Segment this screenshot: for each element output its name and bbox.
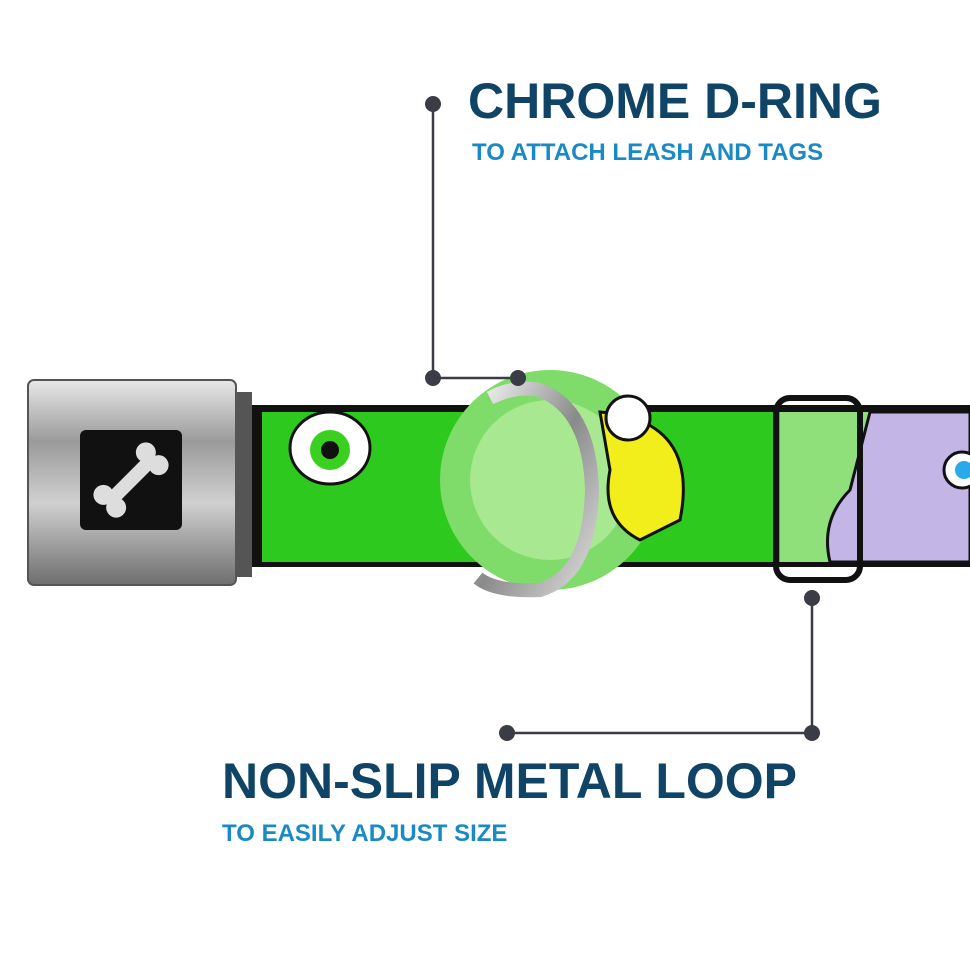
metal-loop [773, 395, 863, 583]
d-ring [473, 381, 600, 598]
callout-line-loop [499, 590, 820, 741]
bone-icon [93, 442, 169, 518]
callout-line-d-ring [425, 96, 526, 386]
callout-subtitle-d-ring: TO ATTACH LEASH AND TAGS [472, 139, 824, 166]
seatbelt-buckle [27, 379, 252, 586]
callout-title-loop: NON-SLIP METAL LOOP [222, 753, 798, 809]
collar-strap [230, 370, 970, 590]
callout-subtitle-loop: TO EASILY ADJUST SIZE [222, 820, 508, 847]
callout-title-d-ring: CHROME D-RING [468, 73, 882, 129]
